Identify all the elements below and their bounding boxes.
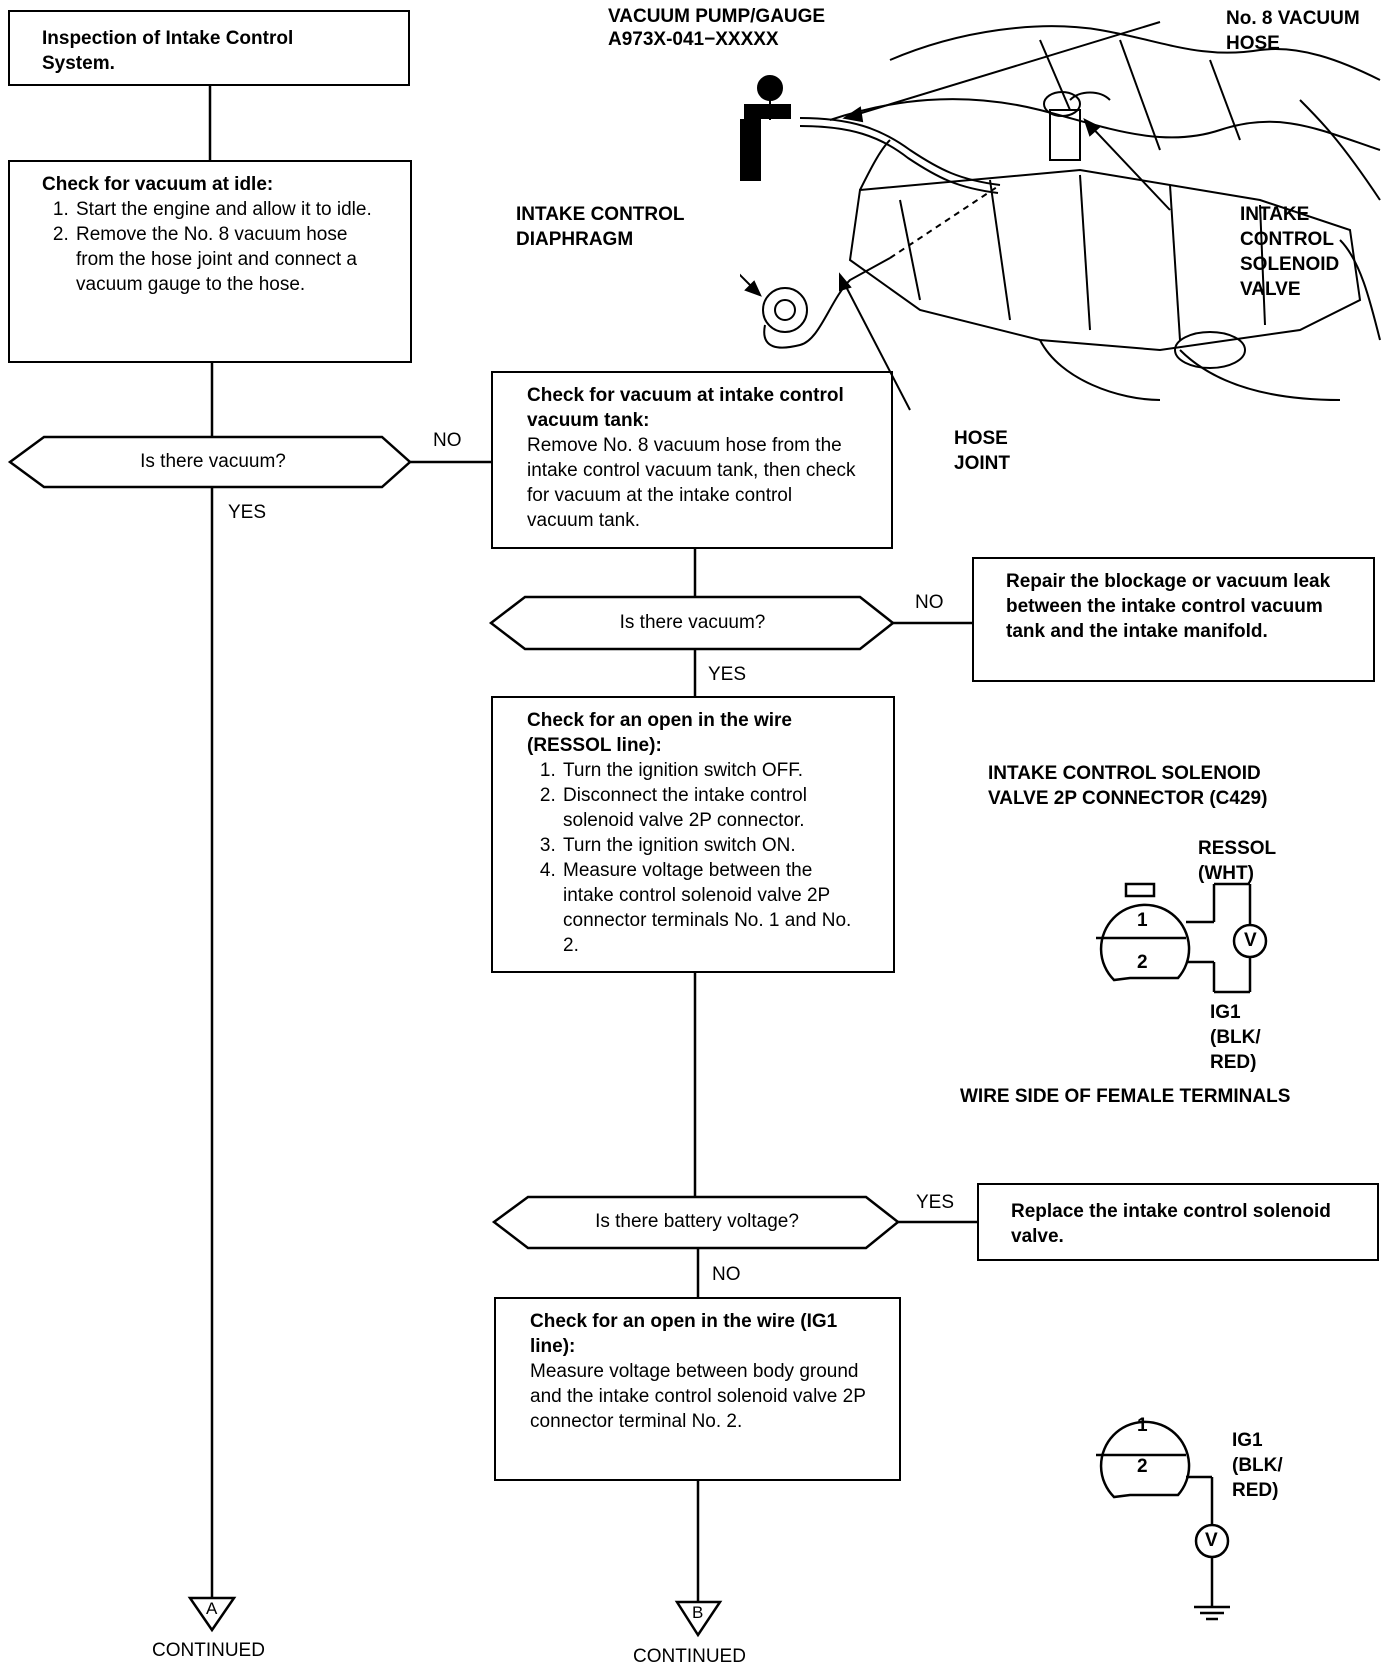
repair-box: Repair the blockage or vacuum leak betwe…	[972, 557, 1375, 682]
connector1-diagram	[1096, 882, 1268, 994]
replace-text: Replace the intake control solenoid valv…	[1011, 1201, 1331, 1247]
connector2-terminal1: 1	[1137, 1415, 1148, 1436]
replace-box: Replace the intake control solenoid valv…	[977, 1183, 1379, 1261]
repair-text: Repair the blockage or vacuum leak betwe…	[1006, 571, 1331, 642]
solenoid-label: INTAKE CONTROL SOLENOID VALVE	[1240, 204, 1340, 300]
ressol-check-steps: Turn the ignition switch OFF. Disconnect…	[527, 758, 863, 958]
ressol-check-step: Turn the ignition switch OFF.	[561, 758, 863, 783]
connector1-terminal2: 2	[1137, 952, 1148, 973]
ressol-check-box: Check for an open in the wire (RESSOL li…	[491, 696, 895, 973]
decision3-question: Is there battery voltage?	[595, 1211, 799, 1232]
ig1-check-title: Check for an open in the wire (IG1 line)…	[530, 1311, 838, 1357]
connector1-ressol-label: RESSOL (WHT)	[1198, 838, 1276, 884]
connector-b-shape	[674, 1600, 723, 1638]
connector1-caption: WIRE SIDE OF FEMALE TERMINALS	[960, 1086, 1291, 1107]
connector1-ig1-label: IG1 (BLK/ RED)	[1210, 1002, 1261, 1073]
tank-check-body: Remove No. 8 vacuum hose from the intake…	[527, 435, 856, 531]
decision3-yes-label: YES	[916, 1192, 955, 1213]
idle-check-steps: Start the engine and allow it to idle. R…	[42, 197, 380, 297]
idle-check-box: Check for vacuum at idle: Start the engi…	[8, 160, 412, 363]
connector-a-shape	[187, 1596, 237, 1633]
connector2-meter: V	[1205, 1530, 1218, 1551]
connector1-title: INTAKE CONTROL SOLENOID VALVE 2P CONNECT…	[988, 763, 1268, 809]
engine-illustration	[740, 21, 1381, 411]
decision2-yes-label: YES	[708, 664, 747, 685]
decision2-no-label: NO	[915, 592, 944, 613]
idle-check-step: Remove the No. 8 vacuum hose from the ho…	[74, 222, 380, 297]
idle-check-title: Check for vacuum at idle:	[42, 174, 274, 195]
start-box-title: Inspection of Intake Control System.	[42, 28, 294, 74]
ressol-check-title: Check for an open in the wire (RESSOL li…	[527, 710, 792, 756]
connector1-meter: V	[1244, 930, 1257, 951]
ressol-check-step: Turn the ignition switch ON.	[561, 833, 863, 858]
decision1-shape	[7, 435, 412, 489]
ressol-check-step: Measure voltage between the intake contr…	[561, 858, 863, 958]
connector-b-label: CONTINUED	[633, 1646, 746, 1667]
connector2-terminal2: 2	[1137, 1456, 1148, 1477]
idle-check-step: Start the engine and allow it to idle.	[74, 197, 380, 222]
diaphragm-label: INTAKE CONTROL DIAPHRAGM	[516, 204, 685, 250]
pump-part-number: A973X-041−XXXXX	[608, 29, 779, 50]
hose-label: No. 8 VACUUM HOSE	[1226, 8, 1360, 54]
decision3-no-label: NO	[712, 1264, 741, 1285]
connector-b-letter: B	[692, 1603, 704, 1622]
connector2-ig1-label: IG1 (BLK/ RED)	[1232, 1430, 1283, 1501]
connector-a-label: CONTINUED	[152, 1640, 265, 1661]
start-box: Inspection of Intake Control System.	[8, 10, 410, 86]
ig1-check-box: Check for an open in the wire (IG1 line)…	[494, 1297, 901, 1481]
joint-label: HOSE JOINT	[954, 428, 1010, 474]
decision1-no-label: NO	[433, 430, 462, 451]
pump-label: VACUUM PUMP/GAUGE	[608, 6, 826, 27]
tank-check-box: Check for vacuum at intake control vacuu…	[491, 371, 893, 549]
connector-a-letter: A	[206, 1599, 218, 1618]
decision3-shape	[491, 1195, 901, 1250]
connector1-terminal1: 1	[1137, 910, 1148, 931]
ig1-check-body: Measure voltage between body ground and …	[530, 1361, 866, 1432]
connector2-diagram	[1096, 1420, 1230, 1621]
decision1-yes-label: YES	[228, 502, 267, 523]
decision2-shape	[488, 595, 896, 651]
decision1-question: Is there vacuum?	[140, 451, 286, 472]
ressol-check-step: Disconnect the intake control solenoid v…	[561, 783, 863, 833]
tank-check-title: Check for vacuum at intake control vacuu…	[527, 385, 844, 431]
decision2-question: Is there vacuum?	[619, 612, 766, 633]
